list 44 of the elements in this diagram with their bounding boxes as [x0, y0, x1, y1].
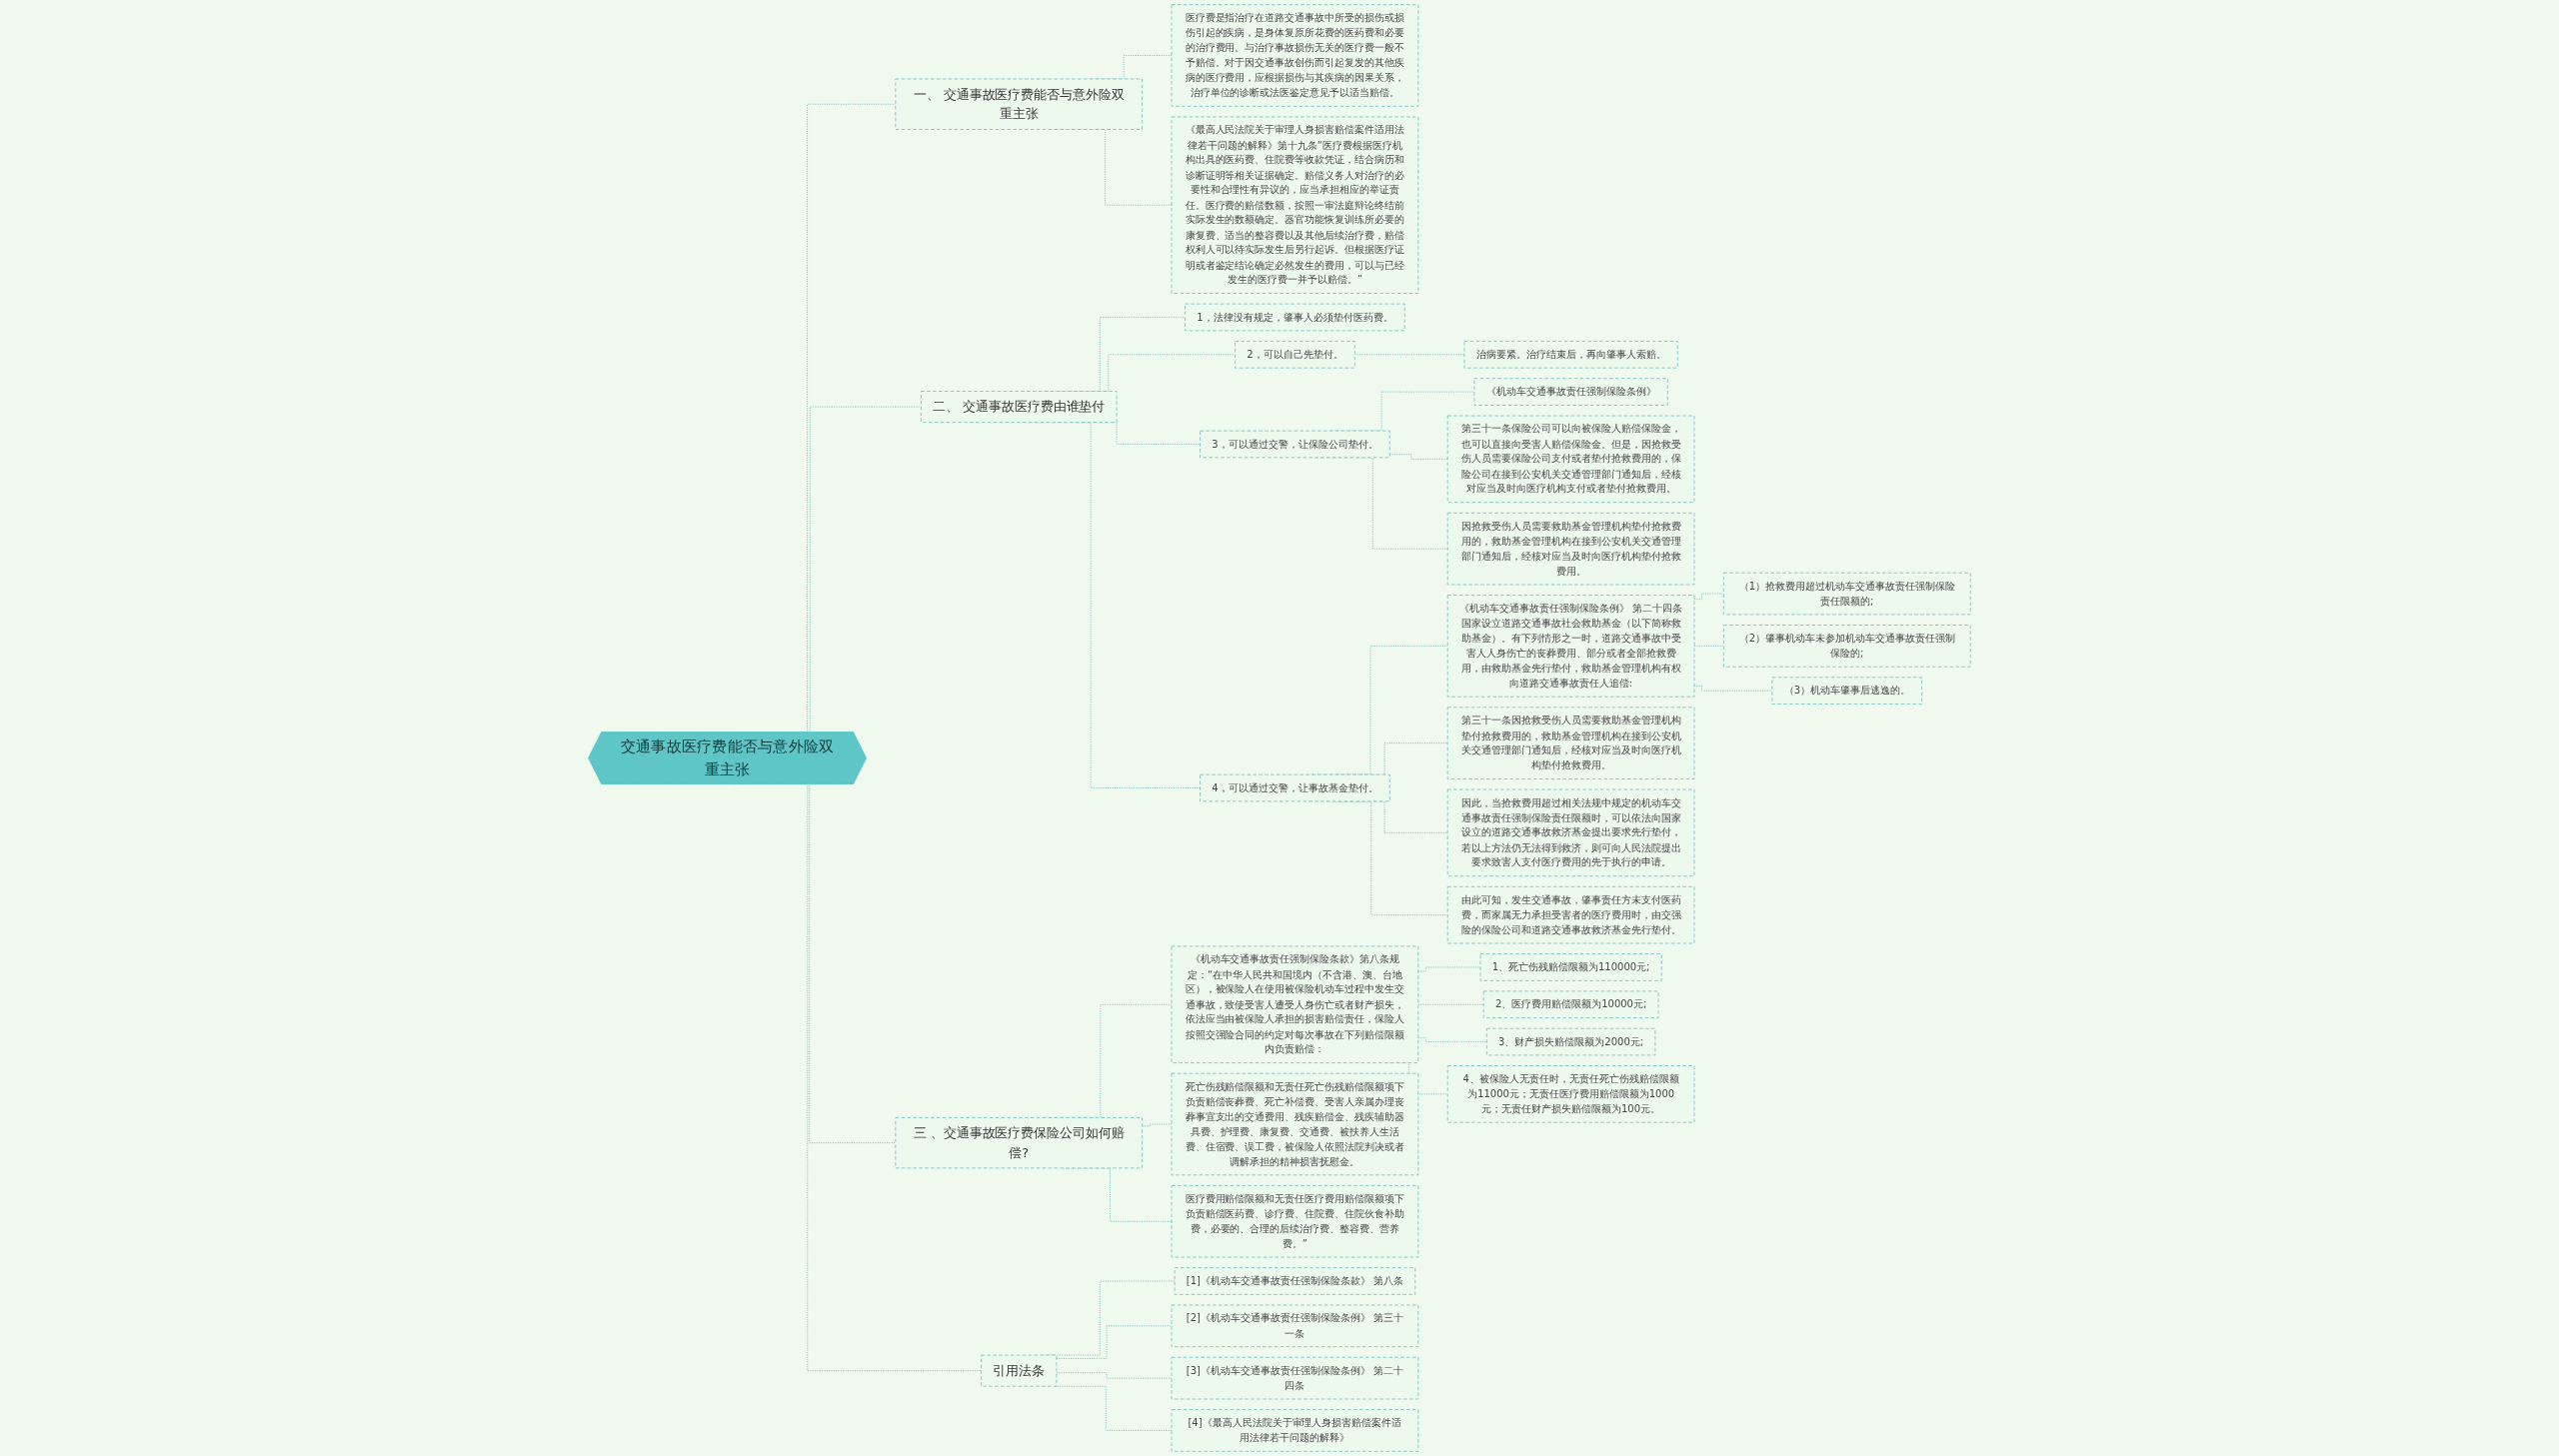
node-box: 因此，当抢救费用超过相关法规中规定的机动车交通事故责任强制保险责任限额时，可以依法向国家设立的道路交通事故救济基金提出要求先行垫付，若以上方法仍无法得到救济，则可向人民法院提出要求致害人支付医疗费用的先于执行的申请。	[1446, 788, 1695, 877]
connector	[1693, 685, 1773, 692]
connector	[1417, 1003, 1484, 1005]
node-box: 《机动车交通事故责任强制保险条款》第八条规定：“在中华人民共和国境内（不含港、澳、台地区），被保险人在使用被保险机动车过程中发生交通事故，致使受害人遭受人身伤亡或者财产损失，依法应当由被保险人承担的损害赔偿责任，保险人按照交强险合同的约定对每次事故在下列赔偿限额内负责赔偿：	[1171, 945, 1419, 1064]
node-box: 二、 交通事故医疗费由谁垫付	[920, 391, 1118, 424]
connector	[1054, 1385, 1173, 1431]
node-box: 4，可以通过交警，让事故基金垫付。	[1200, 773, 1390, 802]
connector	[1056, 1372, 1173, 1379]
node-box: 《机动车交通事故责任强制保险条例》	[1473, 378, 1668, 406]
node-box: 第三十一条保险公司可以向被保险人赔偿保险金，也可以直接向受害人赔偿保险金。但是，因抢救受伤人员需要保险公司支付或者垫付抢救费用的，保险公司在接到公安机关交通管理部门通知后，经核对应当及时向医疗机构支付或者垫付抢救费用。	[1446, 415, 1695, 504]
node-box: 4、被保险人无责任时，无责任死亡伤残赔偿限额为11000元；无责任医疗费用赔偿限额为1000元；无责任财产损失赔偿限额为100元。	[1446, 1065, 1695, 1123]
node-box: 一、 交通事故医疗费能否与意外险双重主张	[895, 78, 1144, 130]
node-box: （3）机动车肇事后逃逸的。	[1771, 677, 1923, 705]
node-box: 2、医疗费用赔偿限额为10000元;	[1482, 990, 1659, 1019]
node-box: 引用法条	[981, 1354, 1058, 1387]
connector	[1353, 354, 1465, 356]
node-box: 第三十一条因抢救受伤人员需要救助基金管理机构垫付抢救费用的，救助基金管理机构在接到公安机关交通管理部门通知后，经核对应当及时向医疗机构垫付抢救费用。	[1446, 707, 1695, 779]
node-box: 《最高人民法院关于审理人身损害赔偿案件适用法律若干问题的解释》第十九条“医疗费根据医疗机构出具的医药费、住院费等收款凭证，结合病历和诊断证明等相关证据确定。赔偿义务人对治疗的必要性和合理性有异议的，应当承担相应的举证责任。医疗费的赔偿数额，按照一审法庭辩论终结前实际发生的数额确定。器官功能恢复训练所必要的康复费、适当的整容费以及其他后续治疗费，赔偿权利人可以待实际发生后另行起诉。但根据医疗证明或者鉴定结论确定必然发生的费用，可以与已经发生的医疗费一并予以赔偿。”	[1171, 116, 1419, 294]
node-box: 医疗费用赔偿限额和无责任医疗费用赔偿限额项下负责赔偿医药费、诊疗费、住院费、住院伙食补助费，必要的、合理的后续治疗费、整容费、营养费。”	[1171, 1184, 1419, 1258]
node-box: 三 、交通事故医疗费保险公司如何赔偿?	[895, 1116, 1144, 1169]
node-box: 医疗费是指治疗在道路交通事故中所受的损伤或损伤引起的疾病，是身体复原所花费的医药费和必要的治疗费用。与治疗事故损伤无关的医疗费一般不予赔偿。对于因交通事故创伤而引起复发的其他疾病的医疗费用，应根据损伤与其疾病的因果关系，治疗单位的诊断或法医鉴定意见予以适当赔偿。	[1171, 4, 1419, 107]
node-box: 3、财产损失赔偿限额为2000元;	[1485, 1027, 1656, 1056]
connector	[1693, 593, 1724, 601]
node-box: 2，可以自己先垫付。	[1235, 340, 1355, 369]
node-box: 1，法律没有规定，肇事人必须垫付医药费。	[1185, 303, 1405, 332]
node-box: 3，可以通过交警，让保险公司垫付。	[1200, 430, 1390, 459]
node-box: 治病要紧。治疗结束后，再向肇事人索赔。	[1463, 340, 1678, 369]
node-box: （2）肇事机动车未参加机动车交通事故责任强制保险的;	[1722, 625, 1971, 668]
connector	[1693, 645, 1724, 647]
node-box: （1）抢救费用超过机动车交通事故责任强制保险责任限额的;	[1722, 572, 1971, 616]
connector	[1388, 454, 1448, 460]
connector	[1417, 1037, 1487, 1042]
node-box: 因抢救受伤人员需要救助基金管理机构垫付抢救费用的，救助基金管理机构在接到公安机关交通管理部门通知后，经核对应当及时向医疗机构垫付抢救费用。	[1446, 512, 1695, 586]
node-box: 《机动车交通事故责任强制保险条例》 第二十四条国家设立道路交通事故社会救助基金（以下简称救助基金）。有下列情形之一时，道路交通事故中受害人人身伤亡的丧葬费用、部分或者全部抢救费用，由救助基金先行垫付，救助基金管理机构有权向道路交通事故责任人追偿:	[1446, 595, 1695, 698]
connector	[1056, 1325, 1173, 1359]
node-box: 死亡伤残赔偿限额和无责任死亡伤残赔偿限额项下负责赔偿丧葬费、死亡补偿费、受害人亲属办理丧葬事宜支出的交通费用、残疾赔偿金、残疾辅助器具费、护理费、康复费、交通费、被扶养人生活费、住宿费、误工费，被保险人依照法院判决或者调解承担的精神损害抚慰金。	[1171, 1072, 1419, 1176]
node-box: [3]《机动车交通事故责任强制保险条例》 第二十四条	[1171, 1356, 1419, 1400]
node-box: [4]《最高人民法院关于审理人身损害赔偿案件适用法律若干问题的解释》	[1171, 1409, 1419, 1452]
node-box: [1]《机动车交通事故责任强制保险条款》 第八条	[1174, 1267, 1416, 1295]
connector	[1417, 966, 1481, 972]
node-box: [2]《机动车交通事故责任强制保险条例》 第三十一条	[1171, 1304, 1419, 1348]
connector	[1142, 1123, 1173, 1127]
node-box: 1、死亡伤残赔偿限额为110000元;	[1479, 953, 1662, 981]
node-box: 由此可知，发生交通事故，肇事责任方未支付医药费，而家属无力承担受害者的医疗费用时，由交强险的保险公司和道路交通事故救济基金先行垫付。	[1446, 885, 1695, 944]
